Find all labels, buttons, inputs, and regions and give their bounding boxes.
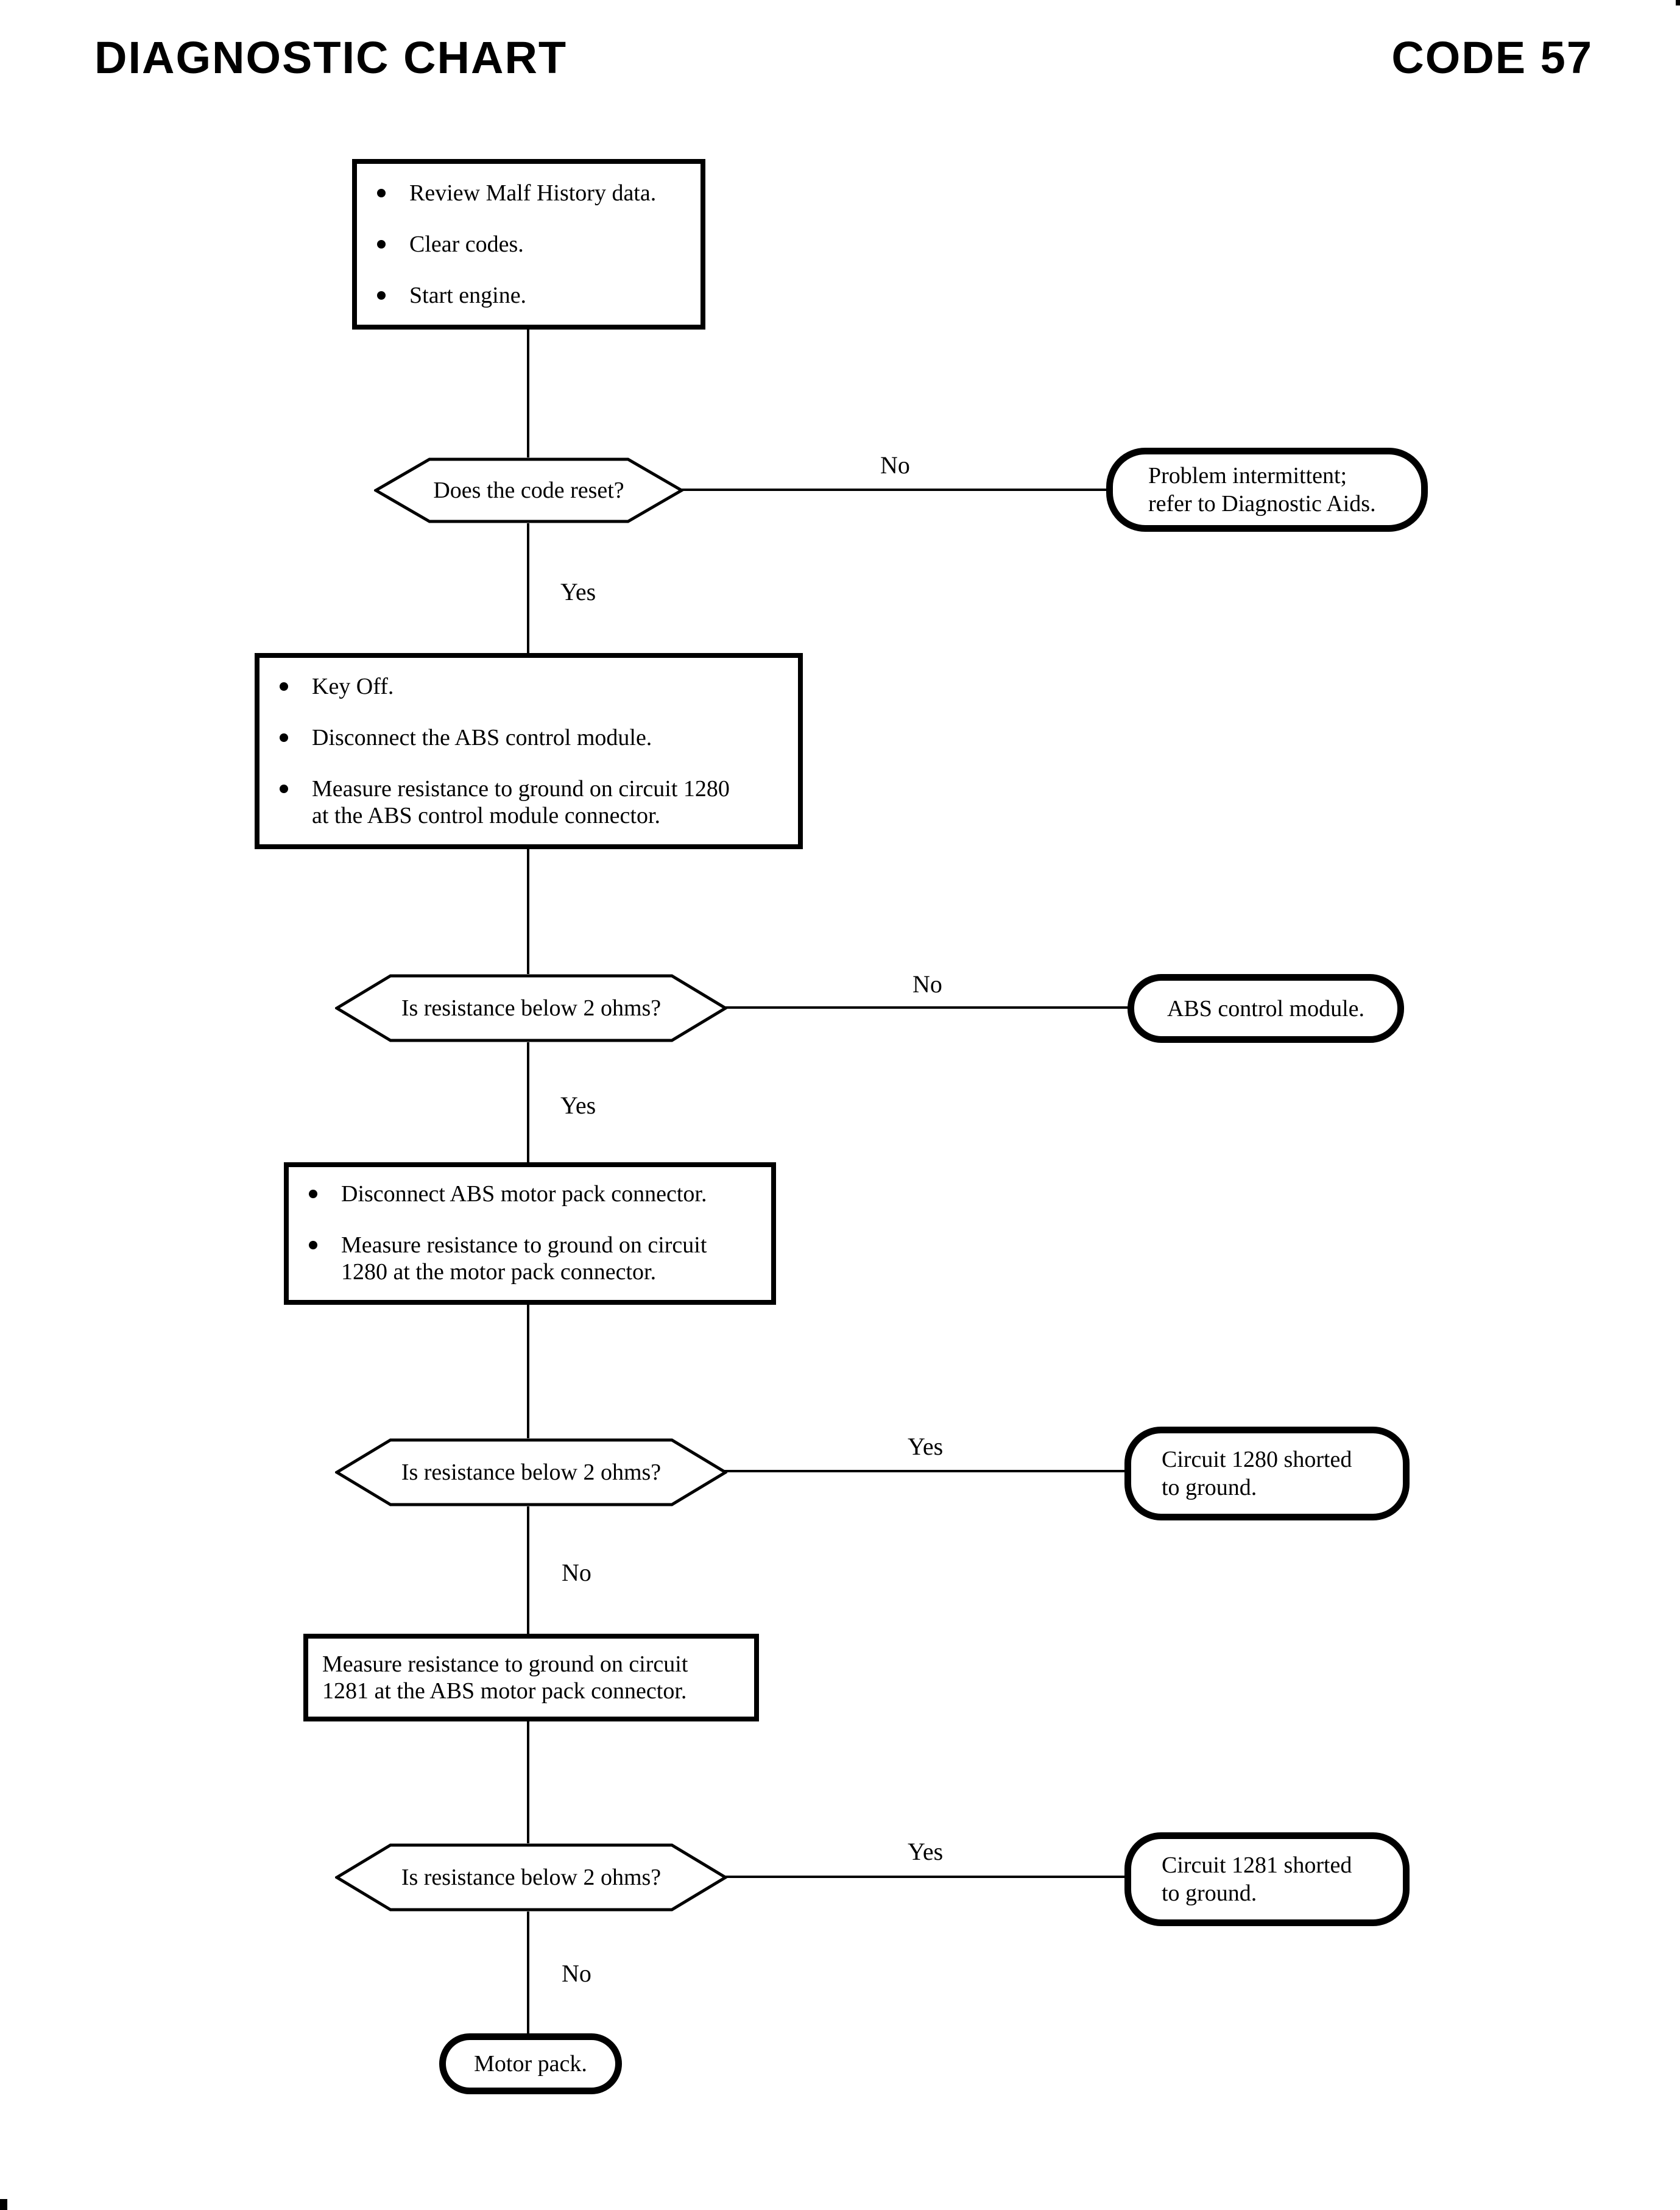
bullet-icon — [309, 1241, 317, 1249]
scan-artifact — [1676, 0, 1680, 5]
code-number: CODE 57 — [1391, 32, 1593, 83]
terminal-text: Circuit 1281 shorted to ground. — [1162, 1852, 1352, 1906]
terminal-text: Circuit 1280 shorted to ground. — [1162, 1447, 1352, 1500]
terminal-text: Problem intermittent; refer to Diagnosti… — [1148, 463, 1376, 517]
edge-label-no: No — [562, 1960, 591, 1987]
terminal-circuit-1280-shorted: Circuit 1280 shorted to ground. — [1124, 1427, 1410, 1520]
connector-decision2-result2 — [724, 1006, 1128, 1009]
edge-label-yes: Yes — [908, 1433, 944, 1460]
connector-decision2-step3 — [527, 1042, 529, 1162]
connector-step4-decision4 — [527, 1721, 529, 1843]
edge-label-no: No — [562, 1559, 591, 1586]
bullet-icon — [280, 785, 288, 793]
connector-decision3-result3 — [724, 1470, 1124, 1472]
edge-label-yes: Yes — [560, 1092, 596, 1119]
step-text: Disconnect ABS motor pack connector. — [341, 1181, 707, 1207]
decision-question: Is resistance below 2 ohms? — [401, 1865, 662, 1890]
edge-label-yes: Yes — [560, 578, 596, 605]
step-text: Measure resistance to ground on circuit … — [322, 1651, 688, 1704]
connector-step2-decision2 — [527, 849, 529, 974]
terminal-text: ABS control module. — [1166, 995, 1365, 1022]
process-box-measure-1280-motorpack: Disconnect ABS motor pack connector. Mea… — [284, 1162, 776, 1305]
step-text: Disconnect the ABS control module. — [312, 725, 652, 750]
bullet-icon — [280, 733, 288, 742]
connector-step1-decision1 — [527, 328, 529, 457]
step-text: Key Off. — [312, 674, 394, 699]
process-box-measure-1280-module: Key Off. Disconnect the ABS control modu… — [255, 653, 803, 849]
hexagon-shape — [374, 457, 683, 523]
step-text: Review Malf History data. — [409, 180, 657, 206]
hexagon-shape — [335, 1843, 727, 1912]
bullet-icon — [309, 1190, 317, 1198]
terminal-problem-intermittent: Problem intermittent; refer to Diagnosti… — [1106, 448, 1428, 532]
bullet-icon — [377, 240, 386, 249]
edge-label-no: No — [912, 970, 942, 998]
process-box-measure-1281-motorpack: Measure resistance to ground on circuit … — [303, 1634, 759, 1721]
bullet-icon — [377, 189, 386, 197]
decision-resistance-below-2ohms-1: Is resistance below 2 ohms? — [335, 974, 727, 1042]
step-text: Measure resistance to ground on circuit … — [341, 1232, 707, 1285]
bullet-icon — [377, 291, 386, 300]
step-text: Measure resistance to ground on circuit … — [312, 776, 730, 828]
decision-resistance-below-2ohms-3: Is resistance below 2 ohms? — [335, 1843, 727, 1912]
connector-decision4-result5 — [527, 1912, 529, 2033]
hexagon-shape — [335, 974, 727, 1042]
connector-step3-decision3 — [527, 1305, 529, 1438]
connector-decision1-step2 — [527, 523, 529, 653]
decision-does-code-reset: Does the code reset? — [374, 457, 683, 523]
edge-label-no: No — [880, 451, 910, 479]
edge-label-yes: Yes — [908, 1838, 944, 1865]
process-box-initial-steps: Review Malf History data. Clear codes. S… — [352, 159, 705, 330]
terminal-abs-control-module: ABS control module. — [1128, 974, 1404, 1043]
terminal-circuit-1281-shorted: Circuit 1281 shorted to ground. — [1124, 1832, 1410, 1926]
bullet-icon — [280, 682, 288, 691]
terminal-motor-pack: Motor pack. — [439, 2033, 622, 2094]
page-title: DIAGNOSTIC CHART — [94, 32, 568, 83]
decision-question: Does the code reset? — [433, 478, 624, 503]
decision-question: Is resistance below 2 ohms? — [401, 995, 662, 1021]
hexagon-shape — [335, 1438, 727, 1506]
decision-resistance-below-2ohms-2: Is resistance below 2 ohms? — [335, 1438, 727, 1506]
connector-decision1-result1 — [679, 489, 1106, 491]
decision-question: Is resistance below 2 ohms? — [401, 1460, 662, 1485]
connector-decision4-result4 — [724, 1876, 1124, 1878]
terminal-text: Motor pack. — [474, 2051, 587, 2077]
step-text: Clear codes. — [409, 231, 524, 257]
scan-artifact — [0, 2199, 7, 2210]
connector-decision3-step4 — [527, 1506, 529, 1634]
step-text: Start engine. — [409, 283, 527, 308]
